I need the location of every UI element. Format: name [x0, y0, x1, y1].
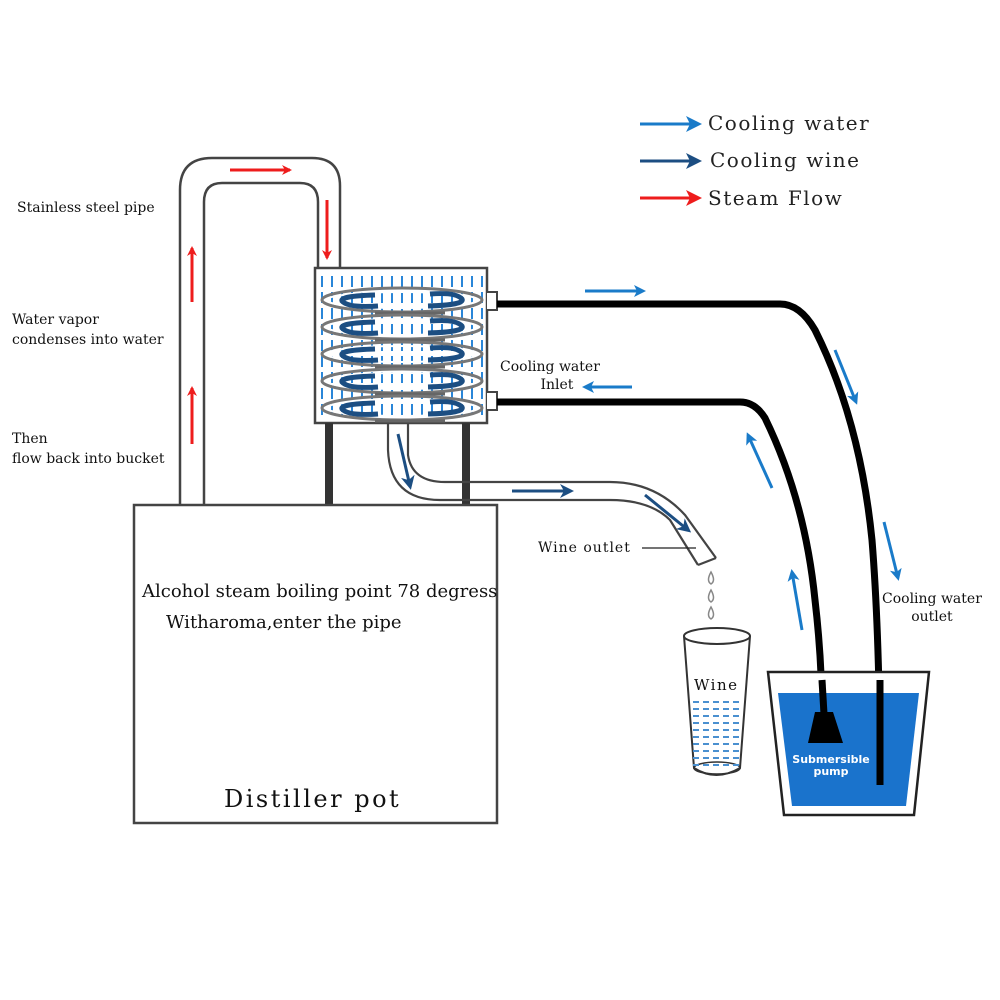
legend-label-cooling-wine: Cooling wine	[710, 148, 861, 172]
cooling-water-arrows	[582, 285, 902, 631]
label-stainless-steel-pipe: Stainless steel pipe	[17, 200, 155, 216]
label-water-vapor-line1: Water vapor	[12, 312, 99, 328]
condenser-leg-right	[462, 423, 470, 505]
label-flow-back-line2: flow back into bucket	[12, 451, 165, 467]
wine-liquid	[693, 701, 743, 766]
label-pump-line2: pump	[813, 765, 849, 778]
condenser	[313, 266, 498, 505]
bucket-water	[778, 693, 919, 806]
condenser-leg-left	[325, 423, 333, 505]
coil-flow-arrow	[339, 292, 379, 309]
coil-flow-arrow	[339, 373, 379, 390]
wine-drops	[707, 570, 715, 620]
label-outlet-line1: Cooling water	[882, 591, 982, 607]
distiller-pot	[132, 503, 499, 825]
coil-flow-arrow	[427, 291, 465, 309]
label-outlet-line2: outlet	[911, 609, 953, 625]
hose-inlet	[497, 398, 826, 719]
label-submersible-pump: Submersible pump	[786, 754, 876, 778]
submersible-pump	[808, 712, 843, 743]
label-pump-line1: Submersible	[792, 753, 870, 766]
coil-flow-arrow	[339, 319, 379, 336]
label-flow-back-line1: Then	[12, 431, 48, 447]
hose-inlet-in-bucket	[818, 679, 828, 715]
coil-flow-arrow	[427, 372, 465, 390]
legend	[640, 116, 702, 206]
water-bucket	[766, 670, 931, 817]
legend-label-cooling-water: Cooling water	[708, 111, 871, 135]
wine-glass	[683, 627, 751, 776]
label-water-vapor: Water vapor condenses into water	[12, 310, 164, 350]
condenser-coil	[320, 286, 484, 423]
wine-outlet-pipe	[386, 423, 717, 567]
label-cooling-water-inlet: Cooling water Inlet	[500, 358, 600, 394]
label-inlet-line2: Inlet	[540, 377, 574, 393]
legend-label-steam-flow: Steam Flow	[708, 186, 844, 210]
coil-flow-arrow	[427, 318, 465, 336]
label-flow-back: Then flow back into bucket	[12, 429, 165, 469]
label-alcohol-boiling-point: Alcohol steam boiling point 78 degress	[142, 581, 498, 602]
label-water-vapor-line2: condenses into water	[12, 332, 164, 348]
coil-flow-arrow	[427, 399, 465, 417]
label-wine-outlet: Wine outlet	[538, 540, 631, 556]
label-wine: Wine	[694, 676, 739, 694]
label-inlet-line1: Cooling water	[500, 359, 600, 375]
label-cooling-water-outlet: Cooling water outlet	[882, 590, 982, 626]
distiller-pot-title: Distiller pot	[224, 785, 402, 813]
coil-flow-arrow	[339, 346, 379, 363]
cooling-wine-arrows	[396, 433, 692, 533]
coil-flow-arrow	[339, 400, 379, 417]
label-with-aroma: Witharoma,enter the pipe	[166, 612, 402, 633]
stainless-steel-pipe	[178, 156, 342, 505]
coil-flow-arrow	[427, 345, 465, 363]
steam-arrows	[187, 165, 332, 444]
